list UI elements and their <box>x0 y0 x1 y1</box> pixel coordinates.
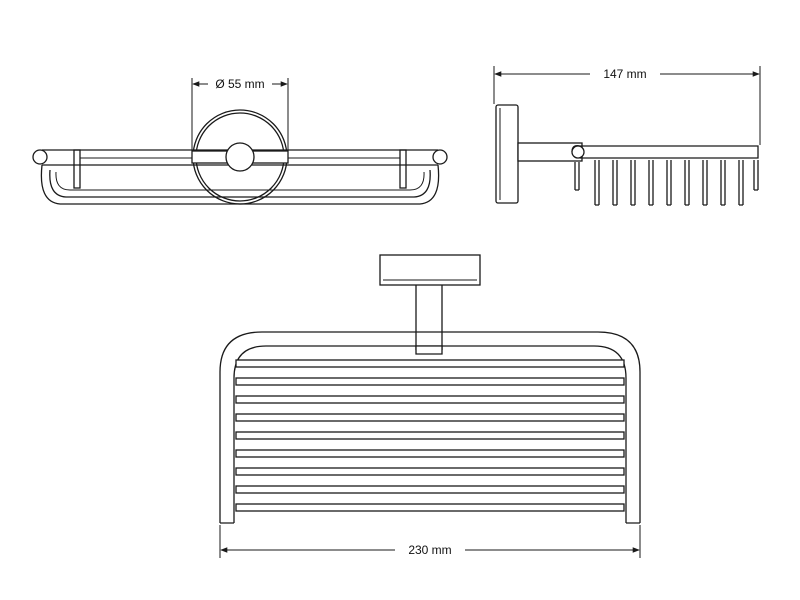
front-view: Ø 55 mm <box>32 77 448 205</box>
right-end-knob <box>432 149 448 165</box>
basket-frame-outer <box>219 331 641 523</box>
arm-base <box>415 345 443 355</box>
side-top-rail <box>580 145 759 159</box>
side-view: 147 mm <box>493 66 761 206</box>
left-end-knob <box>32 149 48 165</box>
basket-outer-frame <box>40 164 440 205</box>
side-wall-plate <box>495 104 519 204</box>
width-label: 230 mm <box>408 543 451 557</box>
diameter-label: Ø 55 mm <box>215 77 264 91</box>
basket-inner-frame <box>49 169 431 198</box>
basket-slats <box>235 359 625 512</box>
right-post <box>399 149 407 189</box>
top-view: 230 mm <box>219 254 641 558</box>
side-rail-end <box>571 145 585 159</box>
depth-label: 147 mm <box>603 67 646 81</box>
basket-inner-frame-2 <box>55 171 425 191</box>
side-prongs <box>574 160 759 206</box>
top-wall-plate <box>379 254 481 286</box>
arm-cap <box>225 142 255 172</box>
left-post <box>73 149 81 189</box>
